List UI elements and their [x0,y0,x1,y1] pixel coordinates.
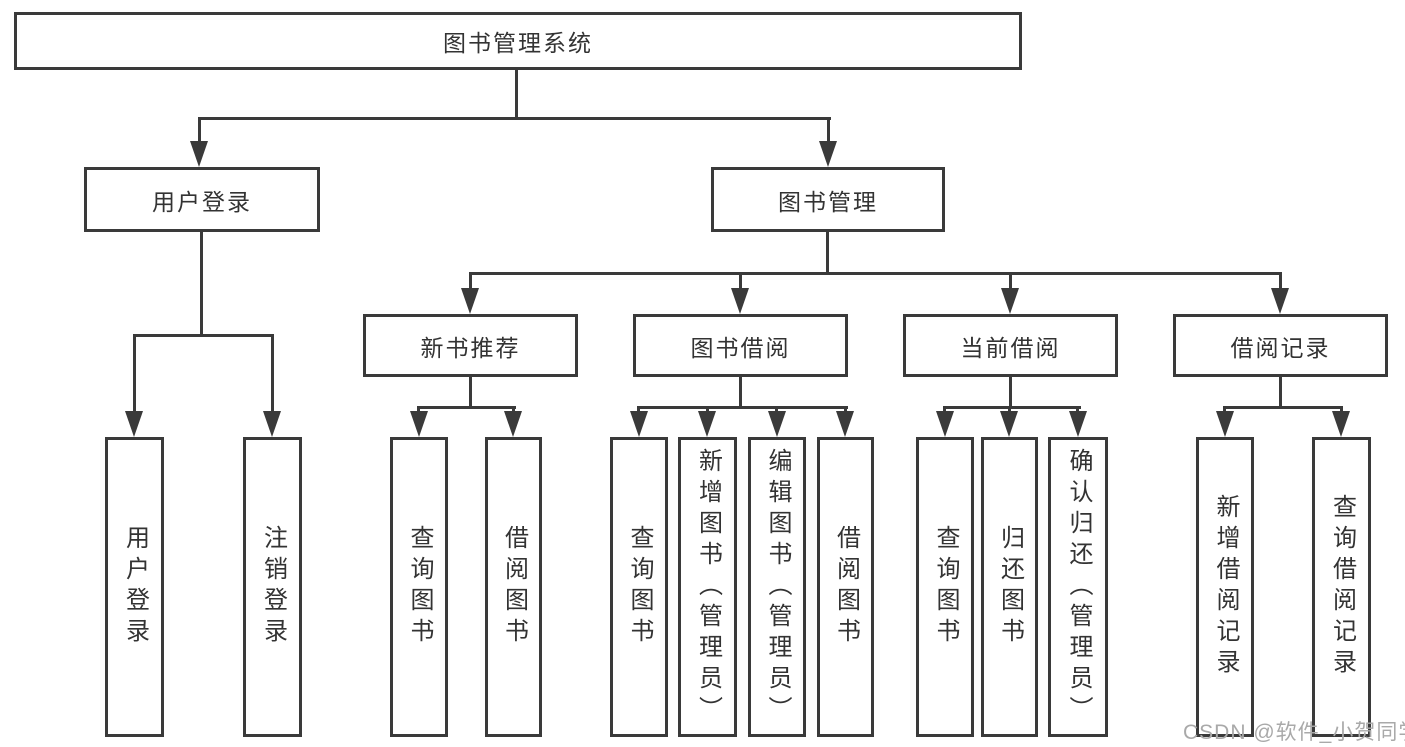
arrow-down-icon [1216,411,1234,437]
connector-line [417,406,516,409]
arrow-down-icon [504,411,522,437]
node-new-book-recommendation: 新书推荐 [363,314,578,377]
connector-line [469,272,1282,275]
leaf-add-books-admin: 新增图书（管理员） [678,437,737,737]
arrow-down-icon [263,411,281,437]
connector-line [1279,274,1282,290]
leaf-edit-books-admin: 编辑图书（管理员） [748,437,806,737]
node-new-book-recommendation-label: 新书推荐 [420,334,521,361]
connector-line [739,274,742,290]
arrow-down-icon [768,411,786,437]
leaf-query-borrow-record: 查询借阅记录 [1312,437,1371,737]
node-current-borrowing-label: 当前借阅 [960,334,1061,361]
node-borrowing-records: 借阅记录 [1173,314,1388,377]
node-user-login: 用户登录 [84,167,320,232]
connector-line [469,274,472,290]
arrow-down-icon [1069,411,1087,437]
arrow-down-icon [1271,288,1289,314]
leaf-query-books-cb: 查询图书 [916,437,974,737]
node-root: 图书管理系统 [14,12,1022,70]
connector-line [133,336,136,412]
connector-line [133,334,274,337]
leaf-query-books-nb-label: 查询图书 [406,525,433,649]
leaf-edit-books-admin-label: 编辑图书（管理员） [764,447,791,727]
leaf-confirm-return-admin-label: 确认归还（管理员） [1065,447,1092,727]
leaf-logout: 注销登录 [243,437,302,737]
arrow-down-icon [630,411,648,437]
connector-line [1009,274,1012,290]
connector-line [198,118,201,144]
leaf-query-borrow-record-label: 查询借阅记录 [1328,494,1356,680]
leaf-query-books-nb: 查询图书 [390,437,448,737]
leaf-return-books-label: 归还图书 [996,525,1024,649]
connector-line [1223,406,1343,409]
node-book-management: 图书管理 [711,167,945,232]
leaf-borrow-books-bb: 借阅图书 [817,437,874,737]
connector-line [515,70,518,119]
connector-line [271,336,274,412]
arrow-down-icon [731,288,749,314]
connector-line [200,232,203,336]
leaf-user-login-label: 用户登录 [121,525,149,649]
arrow-down-icon [1000,411,1018,437]
arrow-down-icon [698,411,716,437]
watermark-text: CSDN @软件_小贺同学 [1183,721,1405,744]
node-current-borrowing: 当前借阅 [903,314,1118,377]
leaf-add-books-admin-label: 新增图书（管理员） [694,447,722,727]
arrow-down-icon [836,411,854,437]
arrow-down-icon [936,411,954,437]
arrow-down-icon [410,411,428,437]
leaf-query-books-bb-label: 查询图书 [626,525,653,649]
leaf-borrow-books-nb-label: 借阅图书 [500,525,528,649]
connector-line [943,406,1081,409]
node-borrowing-records-label: 借阅记录 [1230,334,1331,361]
node-book-management-label: 图书管理 [778,188,878,215]
connector-line [1009,377,1012,408]
arrow-down-icon [125,411,143,437]
leaf-return-books: 归还图书 [981,437,1038,737]
leaf-add-borrow-record-label: 新增借阅记录 [1212,494,1239,680]
connector-line [469,377,472,408]
connector-line [198,117,831,120]
leaf-confirm-return-admin: 确认归还（管理员） [1048,437,1108,737]
connector-line [826,232,829,274]
connector-line [1279,377,1282,408]
connector-line [827,118,830,144]
leaf-user-login: 用户登录 [105,437,164,737]
node-book-borrowing-label: 图书借阅 [690,334,791,361]
leaf-add-borrow-record: 新增借阅记录 [1196,437,1254,737]
connector-line [739,377,742,408]
leaf-logout-label: 注销登录 [259,525,287,649]
arrow-down-icon [461,288,479,314]
leaf-query-books-bb: 查询图书 [610,437,668,737]
arrow-down-icon [819,141,837,167]
leaf-borrow-books-nb: 借阅图书 [485,437,542,737]
node-book-borrowing: 图书借阅 [633,314,848,377]
arrow-down-icon [1332,411,1350,437]
node-user-login-label: 用户登录 [152,188,252,215]
arrow-down-icon [190,141,208,167]
connector-line [637,406,848,409]
leaf-query-books-cb-label: 查询图书 [932,525,959,649]
node-root-label: 图书管理系统 [443,30,593,56]
leaf-borrow-books-bb-label: 借阅图书 [832,525,860,649]
arrow-down-icon [1001,288,1019,314]
